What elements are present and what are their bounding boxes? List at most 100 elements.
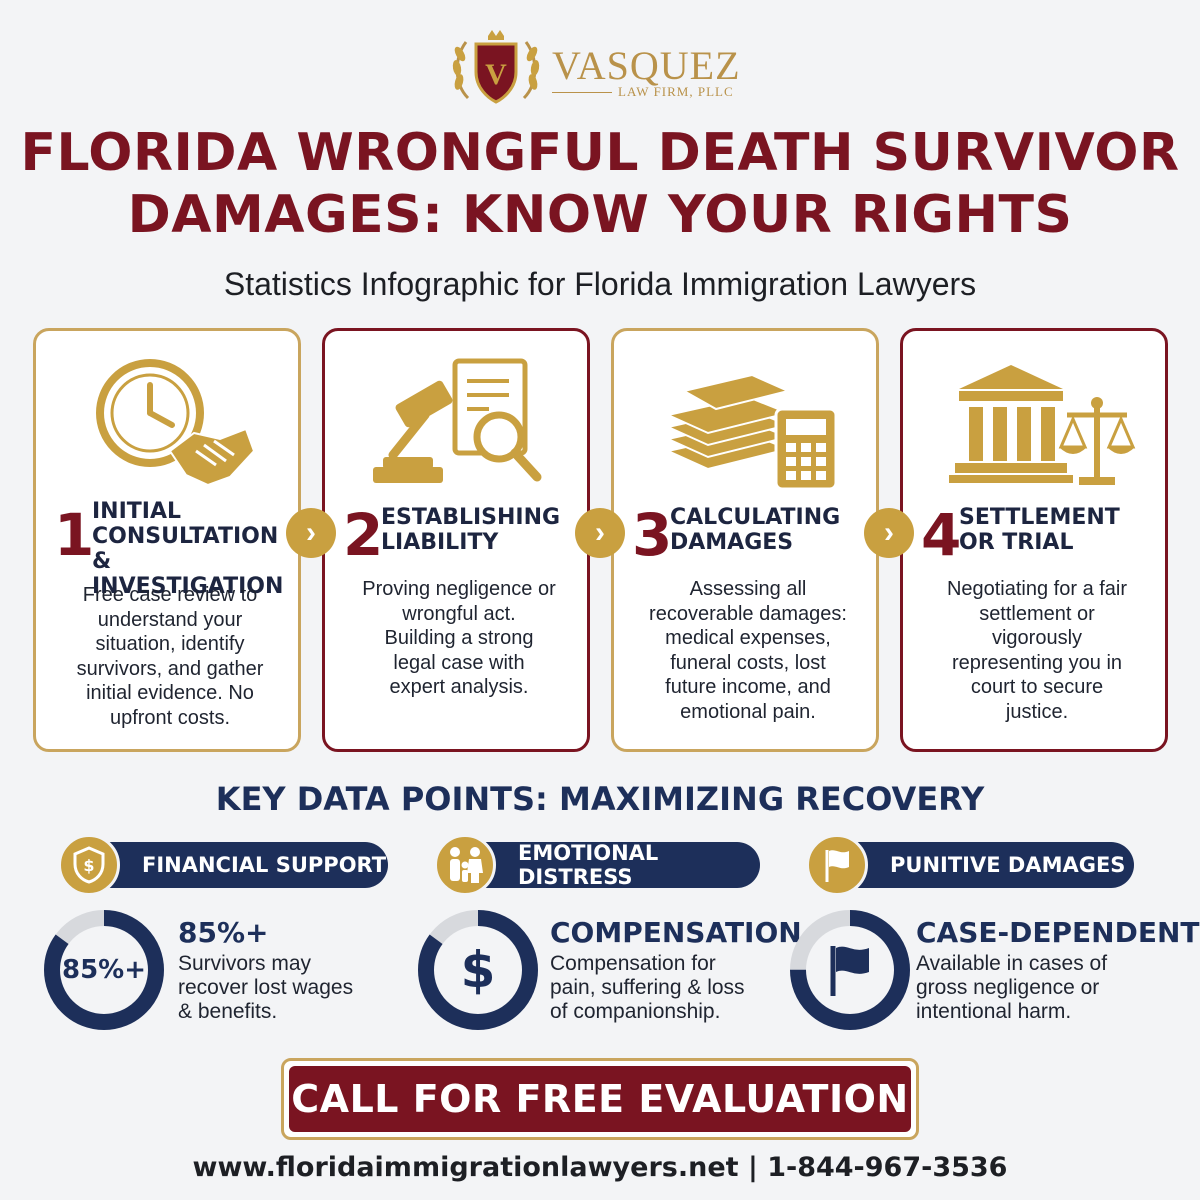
financial-support-pill: $ FINANCIAL SUPPORT [58,834,388,896]
ring-fill [418,910,538,1030]
key-data-title: KEY DATA POINTS: MAXIMIZING RECOVERY [215,780,985,818]
desc-line: legal case with [393,651,525,674]
desc-line: future income, and [665,676,831,698]
logo-rule [552,92,612,93]
desc-line: Survivors may [178,952,312,975]
shield-dollar-icon: $ [58,834,120,896]
courthouse-scales-icon [949,365,1136,485]
ring-graphic [44,910,164,1030]
desc-line: Assessing all [689,578,807,600]
clock-handshake-icon [96,359,256,487]
pill-label: PUNITIVE DAMAGES [890,853,1126,877]
step-title-line: ESTABLISHING [381,505,561,530]
desc-line: medical expenses, [665,627,831,649]
desc-line: & benefits. [178,1000,278,1023]
dollar-icon: $ [460,941,496,999]
desc-line: understand your [97,608,243,631]
step-number: 3 [632,501,673,569]
stat-headline: COMPENSATION [550,916,802,949]
step-title-line: CALCULATING [670,505,841,530]
desc-line: situation, identify [95,633,245,655]
stat-description: Compensation for pain, suffering & loss … [550,952,790,1024]
step-description: Assessing all recoverable damages: medic… [628,577,868,724]
ring-graphic [418,910,538,1030]
desc-line: justice. [1005,700,1069,723]
family-icon [434,834,496,896]
step-number: 2 [343,501,384,569]
crest-emblem-icon: V [452,30,540,104]
desc-line: intentional harm. [916,1000,1072,1023]
step-title-line: LIABILITY [381,530,499,555]
stat-headline: 85%+ [178,916,269,949]
step-title-line: SETTLEMENT [959,505,1120,530]
pill-label: FINANCIAL SUPPORT [142,853,387,877]
pill-label: EMOTIONAL DISTRESS [518,841,659,889]
step-description: Free case review to understand your situ… [50,583,290,730]
gavel-magnifier-icon [373,358,542,483]
desc-line: initial evidence. No [86,682,254,704]
step-number: 4 [921,501,962,569]
desc-line: survivors, and gather [76,657,264,680]
desc-line: funeral costs, lost [670,651,826,674]
desc-line: recoverable damages: [649,602,847,625]
chevron-right-icon: › [864,508,914,558]
desc-line: pain, suffering & loss [550,976,745,999]
chevron-right-icon: › [286,508,336,558]
desc-line: recover lost wages [178,976,354,999]
desc-line: vigorously [991,627,1083,649]
ring-graphic [790,910,910,1030]
logo-subtitle: LAW FIRM, PLLC [618,84,734,99]
desc-line: upfront costs. [109,706,231,729]
desc-line: of companionship. [550,1000,721,1023]
step-card-3: 3 CALCULATING DAMAGES Assessing all reco… [611,328,879,752]
step-number: 1 [54,501,95,569]
stat-description: Survivors may recover lost wages & benef… [178,952,418,1024]
step-description: Negotiating for a fair settlement or vig… [917,577,1157,724]
desc-line: Negotiating for a fair [946,578,1128,600]
step-card-4: 4 SETTLEMENT OR TRIAL Negotiating for a … [900,328,1168,752]
flag-icon [806,834,868,896]
logo-name: VASQUEZ [552,43,741,88]
ring-label: 85%+ [61,955,147,985]
step-description: Proving negligence or wrongful act. Buil… [339,577,579,700]
emotional-distress-pill: EMOTIONAL DISTRESS [434,834,760,896]
title-line-2: DAMAGES: KNOW YOUR RIGHTS [127,185,1073,245]
title-line-1: FLORIDA WRONGFUL DEATH SURVIVOR [20,123,1180,183]
emblem-letter: V [485,58,507,91]
desc-line: court to secure [970,676,1104,698]
desc-line: gross negligence or [916,976,1100,999]
desc-line: Building a strong [384,627,534,649]
stat-description: Available in cases of gross negligence o… [916,952,1156,1024]
desc-line: Proving negligence or [362,578,556,600]
progress-ring-punitive [788,908,912,1032]
desc-line: Free case review to [82,584,258,606]
free-evaluation-button[interactable]: CALL FOR FREE EVALUATION [289,1066,911,1132]
svg-text:$: $ [83,856,94,875]
step-title-line: CONSULTATION [92,524,279,549]
ring-fill [790,910,910,1030]
progress-ring-compensation: $ [416,908,540,1032]
desc-line: emotional pain. [680,700,816,723]
punitive-damages-pill: PUNITIVE DAMAGES [806,834,1134,896]
step-title: CALCULATING DAMAGES [670,505,876,555]
money-calculator-icon [664,373,838,491]
desc-line: Compensation for [550,952,716,975]
desc-line: wrongful act. [402,602,516,625]
desc-line: expert analysis. [389,676,529,698]
desc-line: representing you in [951,651,1123,674]
contact-footer[interactable]: www.floridaimmigrationlawyers.net | 1-84… [192,1152,1008,1183]
cta-frame: CALL FOR FREE EVALUATION [281,1058,919,1140]
step-title: INITIAL CONSULTATION & INVESTIGATION [92,499,298,599]
page-subtitle: Statistics Infographic for Florida Immig… [223,266,977,302]
page-title: FLORIDA WRONGFUL DEATH SURVIVOR DAMAGES:… [0,122,1200,246]
progress-ring-financial: 85%+ [42,908,166,1032]
chevron-right-icon: › [575,508,625,558]
ring-fill [44,910,164,1030]
firm-logo: V VASQUEZ LAW FIRM, PLLC [448,28,758,108]
desc-line: Available in cases of [916,952,1108,975]
step-card-1: 1 INITIAL CONSULTATION & INVESTIGATION F… [33,328,301,752]
step-title-line: DAMAGES [670,530,794,555]
stat-headline: CASE-DEPENDENT [916,916,1200,949]
step-title: ESTABLISHING LIABILITY [381,505,587,555]
step-title-line: INITIAL [92,499,182,524]
